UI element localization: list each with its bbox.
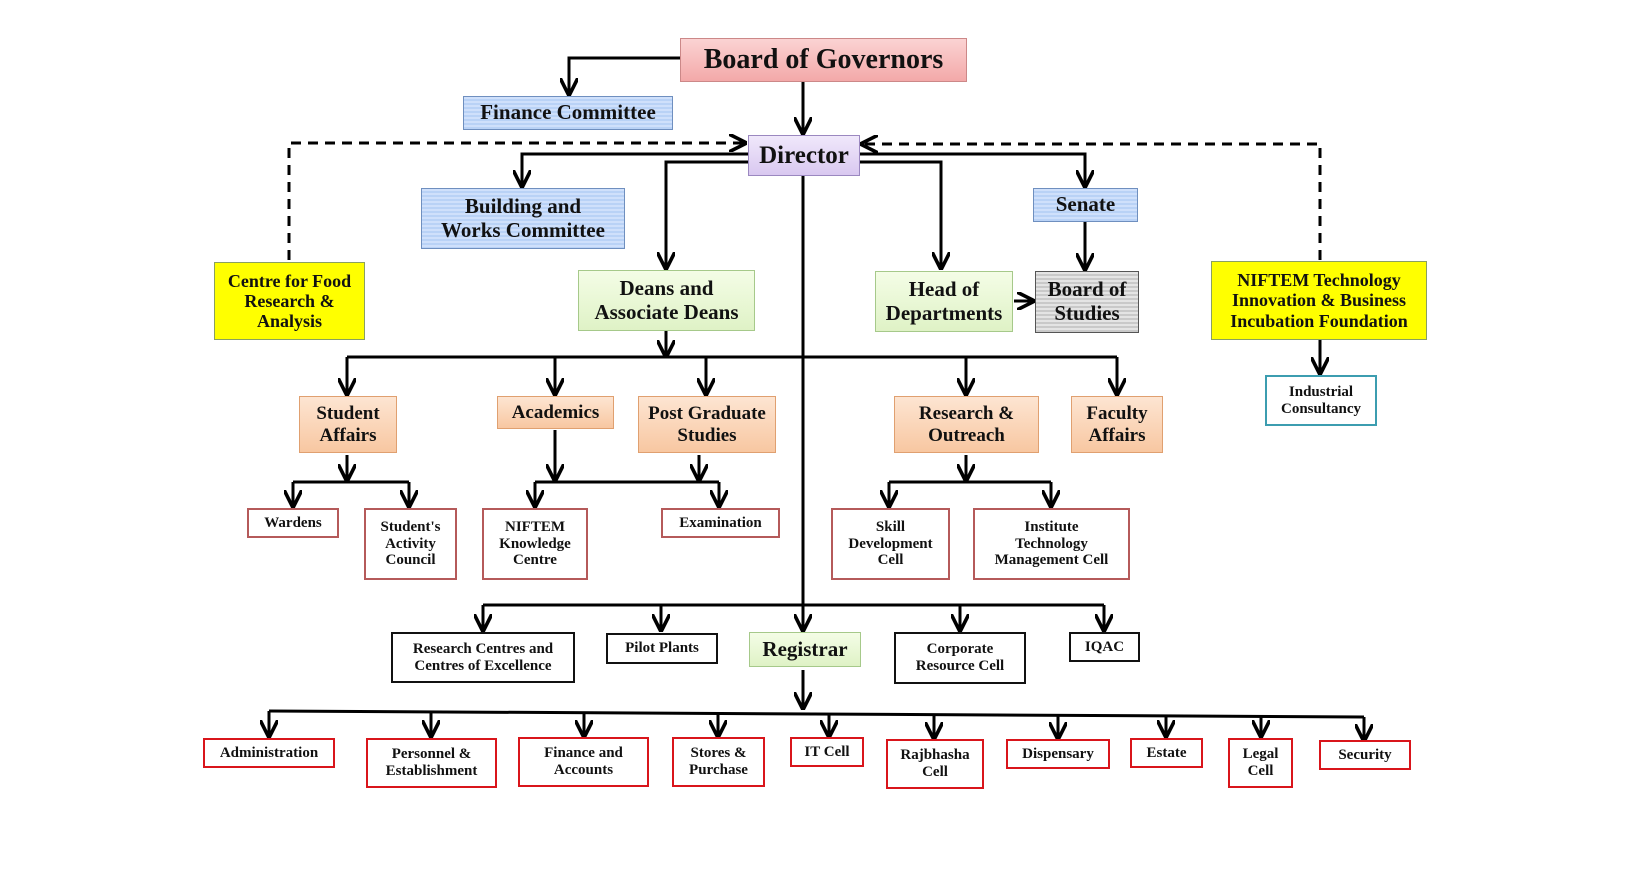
node-label: IT Cell [804, 743, 850, 760]
student-affairs-node: Student Affairs [299, 396, 397, 453]
node-label: Finance and Accounts [544, 745, 623, 778]
niftem-knowledge-centre-node: NIFTEM Knowledge Centre [482, 508, 588, 580]
node-label: Faculty Affairs [1086, 403, 1148, 446]
board-of-governors-node: Board of Governors [680, 38, 967, 82]
node-label: Rajbhasha Cell [900, 747, 970, 780]
node-label: Finance Committee [480, 100, 656, 125]
head-of-departments-node: Head of Departments [875, 271, 1013, 332]
node-label: Board of Studies [1047, 277, 1127, 325]
research-outreach-node: Research & Outreach [894, 396, 1039, 453]
personnel-establishment-node: Personnel & Establishment [366, 738, 497, 788]
skill-development-cell-node: Skill Development Cell [831, 508, 950, 580]
rajbhasha-cell-node: Rajbhasha Cell [886, 739, 984, 789]
node-label: Head of Departments [885, 276, 1003, 325]
board-of-studies-node: Board of Studies [1035, 271, 1139, 333]
industrial-consultancy-node: Industrial Consultancy [1265, 375, 1377, 426]
edge-bog-finance [569, 56, 680, 94]
iqac-node: IQAC [1069, 632, 1140, 662]
dashed-centre-food-director [287, 143, 745, 260]
pilot-plants-node: Pilot Plants [606, 633, 718, 664]
node-label: Senate [1055, 192, 1116, 217]
legal-cell-node: Legal Cell [1228, 738, 1293, 788]
dashed-tbif-director [862, 144, 1322, 260]
edge-director-building [522, 152, 748, 186]
node-label: NIFTEM Technology Innovation & Business … [1230, 270, 1408, 331]
node-label: Institute Technology Management Cell [994, 518, 1109, 569]
registrar-node: Registrar [749, 632, 861, 667]
node-label: Building and Works Committee [441, 193, 605, 242]
examination-node: Examination [661, 508, 780, 538]
director-node: Director [748, 135, 860, 176]
administration-node: Administration [203, 738, 335, 768]
security-node: Security [1319, 740, 1411, 770]
node-label: Stores & Purchase [689, 745, 748, 778]
edge-director-hod [860, 160, 941, 268]
node-label: Administration [219, 744, 319, 761]
node-label: Deans and Associate Deans [594, 275, 739, 324]
edge-director-senate [860, 152, 1085, 186]
niftem-tbif-node: NIFTEM Technology Innovation & Business … [1211, 261, 1427, 340]
node-label: Pilot Plants [625, 640, 699, 657]
institute-technology-management-cell-node: Institute Technology Management Cell [973, 508, 1130, 580]
corporate-resource-cell-node: Corporate Resource Cell [894, 632, 1026, 684]
student-activity-council-node: Student's Activity Council [364, 508, 457, 580]
node-label: Research & Outreach [918, 403, 1015, 446]
dispensary-node: Dispensary [1006, 739, 1110, 769]
centre-food-research-node: Centre for Food Research & Analysis [214, 262, 365, 340]
node-label: Student's Activity Council [380, 518, 441, 569]
node-label: NIFTEM Knowledge Centre [499, 518, 571, 569]
senate-node: Senate [1033, 188, 1138, 222]
academics-node: Academics [497, 396, 614, 429]
research-centres-node: Research Centres and Centres of Excellen… [391, 632, 575, 683]
node-label: Personnel & Establishment [385, 746, 478, 779]
node-label: Board of Governors [703, 44, 944, 76]
building-works-committee-node: Building and Works Committee [421, 188, 625, 249]
finance-committee-node: Finance Committee [463, 96, 673, 130]
estate-node: Estate [1130, 738, 1203, 768]
node-label: IQAC [1084, 638, 1125, 655]
node-label: Industrial Consultancy [1280, 383, 1362, 417]
node-label: Director [759, 141, 849, 169]
node-label: Legal Cell [1242, 746, 1279, 779]
wardens-node: Wardens [247, 508, 339, 538]
node-label: Post Graduate Studies [648, 403, 766, 446]
node-label: Academics [511, 401, 600, 423]
node-label: Examination [679, 514, 762, 531]
finance-accounts-node: Finance and Accounts [518, 737, 649, 787]
deans-node: Deans and Associate Deans [578, 270, 755, 331]
node-label: Research Centres and Centres of Excellen… [412, 640, 554, 674]
stores-purchase-node: Stores & Purchase [672, 737, 765, 787]
it-cell-node: IT Cell [790, 737, 864, 767]
node-label: Corporate Resource Cell [915, 641, 1005, 674]
faculty-affairs-node: Faculty Affairs [1071, 396, 1163, 453]
post-graduate-studies-node: Post Graduate Studies [638, 396, 776, 453]
node-label: Student Affairs [316, 403, 380, 446]
node-label: Centre for Food Research & Analysis [227, 270, 352, 332]
node-label: Skill Development Cell [848, 518, 933, 569]
node-label: Estate [1146, 744, 1187, 761]
edge-director-deans [666, 160, 748, 268]
node-label: Wardens [264, 514, 322, 531]
node-label: Registrar [762, 636, 848, 661]
node-label: Security [1338, 746, 1392, 763]
node-label: Dispensary [1022, 745, 1094, 762]
